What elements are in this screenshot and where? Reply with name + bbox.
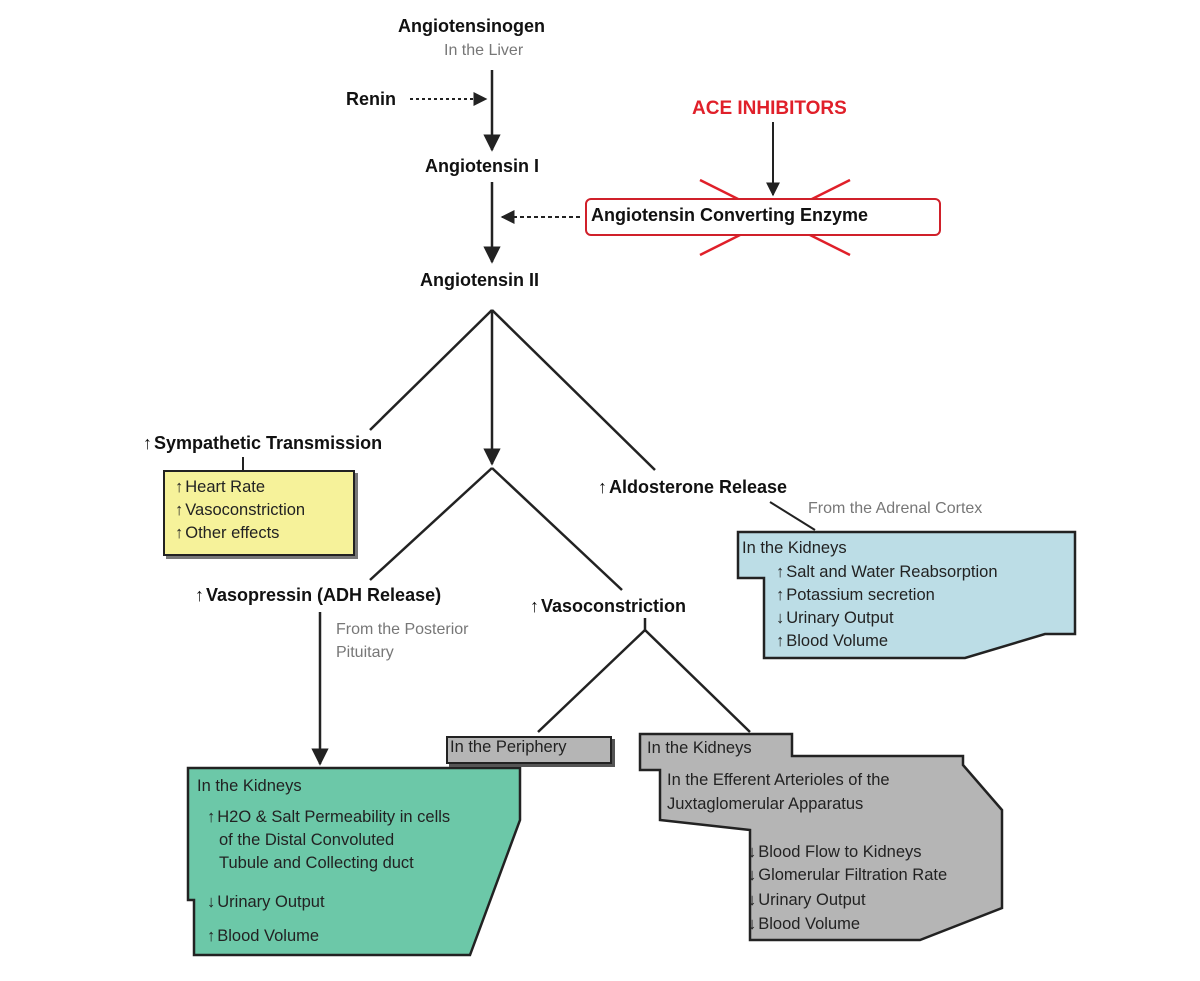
kidney-box xyxy=(638,732,1004,942)
ace-inhibitors-label: ACE INHIBITORS xyxy=(692,98,847,119)
vasopressin-box-heading: In the Kidneys xyxy=(197,777,302,795)
ace-enzyme-box xyxy=(585,198,941,236)
vasopressin-label: Vasopressin (ADH Release) xyxy=(195,585,441,606)
renin-label: Renin xyxy=(346,89,397,109)
vasopressin-source-1: From the Posterior xyxy=(336,621,469,638)
aldosterone-label: Aldosterone Release xyxy=(598,477,787,498)
aldosterone-box-heading: In the Kidneys xyxy=(742,539,847,557)
aldosterone-item: Urinary Output xyxy=(776,609,893,628)
periphery-label: In the Periphery xyxy=(450,738,567,756)
sympathetic-item: Other effects xyxy=(175,524,279,543)
periphery-box xyxy=(446,736,612,764)
vasopressin-item: Urinary Output xyxy=(207,893,324,912)
branch-sympathetic xyxy=(369,309,493,431)
angiotensinogen-label: Angiotensinogen xyxy=(398,16,545,36)
kidney-item: Urinary Output xyxy=(748,891,865,910)
branch-vasopressin xyxy=(369,467,493,581)
vasopressin-item-cont: Tubule and Collecting duct xyxy=(219,854,414,872)
sympathetic-label: Sympathetic Transmission xyxy=(143,433,382,454)
aldosterone-source: From the Adrenal Cortex xyxy=(808,500,983,517)
line-to-periphery xyxy=(537,629,646,733)
angiotensin2-label: Angiotensin II xyxy=(420,270,539,290)
kidney-item: Blood Flow to Kidneys xyxy=(748,843,921,862)
vasopressin-item-cont: of the Distal Convoluted xyxy=(219,831,395,849)
vasopressin-item: H2O & Salt Permeability in cells xyxy=(207,808,450,827)
in-liver-label: In the Liver xyxy=(444,42,524,59)
angiotensin1-label: Angiotensin I xyxy=(425,156,539,176)
aldosterone-item: Potassium secretion xyxy=(776,586,935,605)
branch-vasoconstriction xyxy=(491,467,623,591)
vasopressin-item: Blood Volume xyxy=(207,927,319,946)
kidney-item: Glomerular Filtration Rate xyxy=(748,866,947,885)
kidney-box-sub: Juxtaglomerular Apparatus xyxy=(667,795,864,813)
sympathetic-item: Heart Rate xyxy=(175,478,265,497)
line-aldosterone-to-box xyxy=(769,501,816,531)
sympathetic-item: Vasoconstriction xyxy=(175,501,305,520)
line-to-kidneys xyxy=(644,629,751,733)
kidney-item: Blood Volume xyxy=(748,915,860,934)
vasopressin-source-2: Pituitary xyxy=(336,644,394,661)
aldosterone-item: Salt and Water Reabsorption xyxy=(776,563,997,582)
kidney-box-sub: In the Efferent Arterioles of the xyxy=(667,771,890,789)
ace-enzyme-label: Angiotensin Converting Enzyme xyxy=(591,205,869,225)
branch-aldosterone xyxy=(491,309,656,471)
aldosterone-item: Blood Volume xyxy=(776,632,888,651)
vasoconstriction-label: Vasoconstriction xyxy=(530,596,686,617)
kidney-box-heading: In the Kidneys xyxy=(647,739,752,757)
